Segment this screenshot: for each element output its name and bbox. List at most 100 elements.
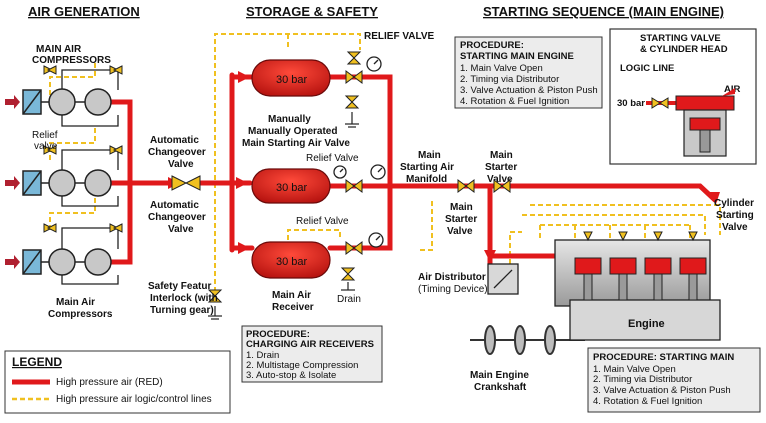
compressor-row-2 xyxy=(5,169,112,197)
changeover-bottom-1: Automatic xyxy=(150,200,199,211)
safety-line-3: Turning gear) xyxy=(150,305,214,316)
changeover-valve-icon[interactable] xyxy=(171,175,201,191)
manual-valve-2: Manually Operated xyxy=(248,126,337,137)
inset-valve-icon xyxy=(659,97,669,109)
inset-air: AIR xyxy=(724,84,741,95)
changeover-top-2: Changeover xyxy=(148,147,206,158)
compressors-bottom-label-1: Main Air xyxy=(56,297,95,308)
cylinder-valve-1: Cylinder xyxy=(714,198,754,209)
changeover-top-3: Valve xyxy=(168,159,194,170)
manifold-line-3: Manifold xyxy=(406,174,447,185)
proc-recv-title-2: CHARGING AIR RECEIVERS xyxy=(246,339,374,350)
receiver-3-pressure: 30 bar xyxy=(276,256,308,268)
starter-top-2: Starter xyxy=(485,162,517,173)
main-air-receiver-2: Receiver xyxy=(272,302,314,313)
pressure-gauge-icons xyxy=(333,56,386,248)
cylinder-valve-2: Starting xyxy=(716,210,754,221)
proc-bottom-item: 3. Valve Actuation & Piston Push xyxy=(593,385,731,396)
proc-top-item: 2. Timing via Distributor xyxy=(460,74,559,85)
compressor-piping xyxy=(61,69,119,285)
receiver-2-pressure: 30 bar xyxy=(276,182,308,194)
compressor-valves xyxy=(43,65,123,233)
procedure-bottom-box: PROCEDURE: STARTING MAIN 1. Main Valve O… xyxy=(587,347,761,413)
header-starting-sequence: STARTING SEQUENCE (MAIN ENGINE) xyxy=(483,4,724,19)
legend-yellow-label: High pressure air logic/control lines xyxy=(56,394,212,405)
compressors-top-label-1: MAIN AIR xyxy=(36,44,82,55)
header-air-generation: AIR GENERATION xyxy=(28,4,140,19)
compressor-row-1 xyxy=(5,88,112,116)
air-receiver-2: 30 bar xyxy=(251,168,331,204)
proc-bottom-item: 4. Rotation & Fuel Ignition xyxy=(593,396,702,407)
legend-red-label: High pressure air (RED) xyxy=(56,377,163,388)
inset-title-2: & CYLINDER HEAD xyxy=(640,44,728,55)
crankshaft-icon xyxy=(470,325,585,355)
relief-label-2: valve xyxy=(34,141,58,152)
cylinder-starting-valve-icons[interactable] xyxy=(583,231,698,242)
flow-arrow xyxy=(238,71,250,83)
legend-title: LEGEND xyxy=(12,355,62,369)
safety-interlock-valve-icon[interactable] xyxy=(207,289,223,303)
starter-top-1: Main xyxy=(490,150,513,161)
crankshaft-line-2: Crankshaft xyxy=(474,382,527,393)
changeover-bottom-2: Changeover xyxy=(148,212,206,223)
flow-arrow xyxy=(238,242,250,254)
relief-valve-bot: Relief Valve xyxy=(296,216,349,227)
compressors-bottom-label-2: Compressors xyxy=(48,309,113,320)
proc-recv-title-1: PROCEDURE: xyxy=(246,329,310,340)
distributor-line-1: Air Distributor xyxy=(418,272,486,283)
manual-valve-3: Main Starting Air Valve xyxy=(242,138,350,149)
air-receiver-1: 30 bar xyxy=(251,59,331,97)
starter-top-3: Valve xyxy=(487,174,513,185)
compressor-row-3 xyxy=(5,248,112,276)
proc-top-item: 1. Main Valve Open xyxy=(460,63,543,74)
manifold-line-1: Main xyxy=(418,150,441,161)
proc-bottom-title: PROCEDURE: STARTING MAIN xyxy=(593,352,734,363)
engine-label: Engine xyxy=(628,318,665,330)
proc-recv-item: 1. Drain xyxy=(246,350,279,361)
starter-bot-1: Main xyxy=(450,202,473,213)
changeover-bottom-3: Valve xyxy=(168,224,194,235)
procedure-receivers-box: PROCEDURE: CHARGING AIR RECEIVERS 1. Dra… xyxy=(241,325,383,383)
relief-valve-top: RELIEF VALVE xyxy=(364,31,435,42)
inset-title-1: STARTING VALVE xyxy=(640,33,721,44)
engine-block xyxy=(554,239,721,341)
safety-line-1: Safety Featur xyxy=(148,281,211,292)
starter-valve-icons[interactable] xyxy=(457,179,511,193)
air-receiver-3: 30 bar xyxy=(251,241,331,279)
crankshaft-line-1: Main Engine xyxy=(470,370,529,381)
inset-valve-icon xyxy=(651,97,661,109)
ground-symbols xyxy=(208,112,359,320)
proc-recv-item: 3. Auto-stop & Isolate xyxy=(246,370,336,381)
starter-bot-2: Starter xyxy=(445,214,477,225)
header-storage-safety: STORAGE & SAFETY xyxy=(246,4,378,19)
proc-top-item: 3. Valve Actuation & Piston Push xyxy=(460,85,598,96)
proc-bottom-item: 2. Timing via Distributor xyxy=(593,374,692,385)
inset-logic: LOGIC LINE xyxy=(620,63,674,74)
relief-label-1: Relief xyxy=(32,130,58,141)
legend: LEGEND High pressure air (RED) High pres… xyxy=(4,350,231,414)
cylinder-valve-3: Valve xyxy=(722,222,748,233)
procedure-top-box: PROCEDURE: STARTING MAIN ENGINE 1. Main … xyxy=(454,36,603,109)
relief-valve-mid: Relief Valve xyxy=(306,153,359,164)
proc-top-item: 4. Rotation & Fuel Ignition xyxy=(460,96,569,107)
proc-bottom-item: 1. Main Valve Open xyxy=(593,364,676,375)
distributor-line-2: (Timing Device) xyxy=(418,284,488,295)
proc-recv-item: 2. Multistage Compression xyxy=(246,360,358,371)
receiver-valves[interactable] xyxy=(340,51,363,281)
inset-pressure: 30 bar xyxy=(617,98,645,109)
starting-valve-inset: STARTING VALVE & CYLINDER HEAD LOGIC LIN… xyxy=(609,28,757,165)
proc-top-title-2: STARTING MAIN ENGINE xyxy=(460,51,574,62)
flow-arrow xyxy=(708,192,720,204)
receiver-1-pressure: 30 bar xyxy=(276,74,308,86)
drain-label: Drain xyxy=(337,294,361,305)
manifold-line-2: Starting Air xyxy=(400,162,454,173)
manual-valve-1: Manually xyxy=(268,114,311,125)
safety-line-2: Interlock (with xyxy=(150,293,218,304)
main-air-receiver-1: Main Air xyxy=(272,290,311,301)
flow-arrow xyxy=(236,177,248,189)
proc-top-title-1: PROCEDURE: xyxy=(460,40,524,51)
compressors-top-label-2: COMPRESSORS xyxy=(32,55,111,66)
changeover-top-1: Automatic xyxy=(150,135,199,146)
